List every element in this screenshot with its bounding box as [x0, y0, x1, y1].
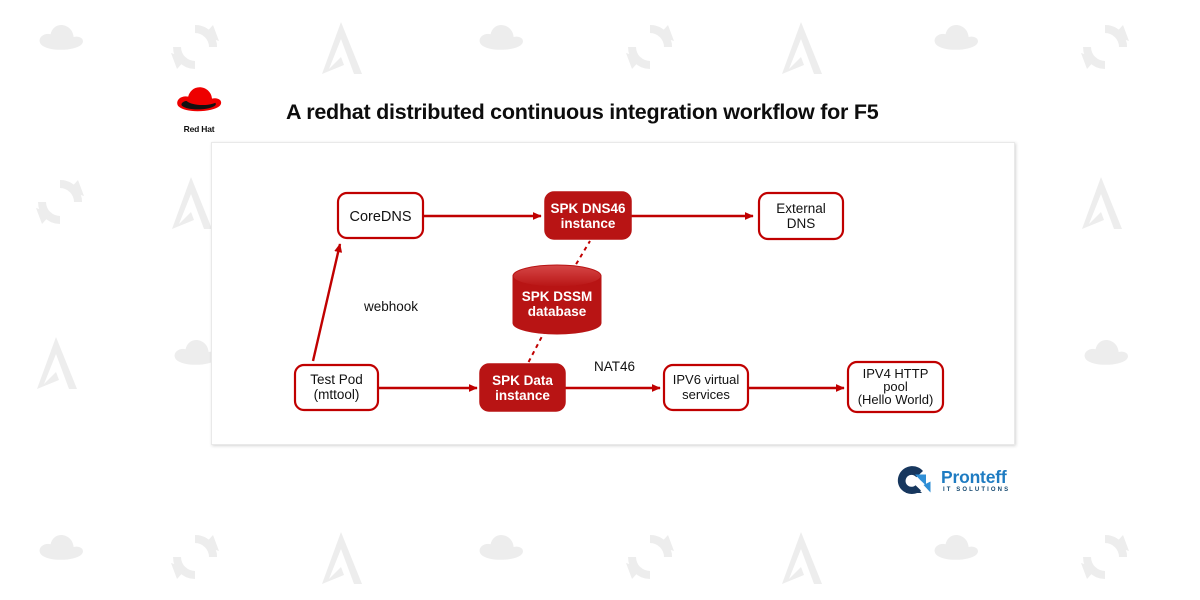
node-ipv6-virtual-services-shape — [662, 363, 750, 412]
node-spk-dssm-body — [512, 275, 602, 335]
node-ipv4-label-line3: (Hello World) — [858, 392, 934, 407]
node-external-dns[interactable]: External DNS — [757, 191, 845, 241]
node-spk-dssm-database[interactable]: SPK DSSM database — [512, 264, 602, 335]
ansible-a-watermark-icon — [1077, 174, 1125, 232]
red-hat-fedora-watermark-icon — [1077, 334, 1135, 380]
pronteff-hook-icon — [897, 466, 931, 494]
page-title: A redhat distributed continuous integrat… — [286, 100, 879, 124]
node-test-pod-label-line2: (mttool) — [314, 387, 360, 402]
pronteff-logo: Pronteff IT SOLUTIONS — [893, 462, 1015, 506]
openshift-sync-watermark-icon — [167, 529, 223, 585]
red-hat-fedora-icon — [177, 87, 222, 112]
node-spk-dns46-label-line2: instance — [561, 216, 616, 231]
edge-label-webhook: webhook — [363, 299, 418, 314]
edge-dssm-to-spk-dns46-dashed — [571, 240, 591, 272]
node-ipv4-http-pool[interactable]: IPV4 HTTP pool (Hello World) — [846, 360, 945, 414]
slide-header: Red Hat A redhat distributed continuous … — [0, 0, 1200, 145]
node-coredns-label: CoreDNS — [349, 209, 411, 225]
edge-testpod-to-coredns-webhook — [311, 243, 343, 362]
ansible-a-watermark-icon — [777, 529, 825, 587]
node-coredns[interactable]: CoreDNS — [336, 191, 425, 240]
openshift-sync-watermark-icon — [1077, 529, 1133, 585]
diagram-edge-labels: webhook NAT46 — [363, 299, 635, 374]
node-spk-data-instance[interactable]: SPK Data instance — [479, 363, 566, 412]
red-hat-fedora-watermark-icon — [927, 529, 985, 575]
red-hat-logo: Red Hat — [170, 82, 228, 134]
node-ipv6-label-line1: IPV6 virtual — [673, 372, 740, 387]
node-spk-data-label-line1: SPK Data — [492, 373, 553, 388]
ansible-a-watermark-icon — [167, 174, 215, 232]
node-ipv4-label-line1: IPV4 HTTP — [863, 366, 929, 381]
openshift-sync-watermark-icon — [32, 174, 88, 230]
node-test-pod-label-line1: Test Pod — [310, 372, 363, 387]
red-hat-fedora-watermark-icon — [472, 529, 530, 575]
red-hat-fedora-watermark-icon — [32, 529, 90, 575]
node-spk-dssm-label-line1: SPK DSSM — [522, 289, 593, 304]
node-spk-dssm-top — [512, 264, 602, 288]
node-spk-data-label-line2: instance — [495, 388, 550, 403]
red-hat-logo-text: Red Hat — [183, 124, 215, 134]
workflow-diagram: webhook NAT46 CoreDNS SPK DNS46 instance — [293, 191, 945, 414]
pronteff-logo-text: Pronteff — [941, 467, 1007, 487]
node-external-dns-label-line1: External — [776, 201, 826, 216]
node-ipv6-virtual-services[interactable]: IPV6 virtual services — [662, 363, 750, 412]
ansible-a-watermark-icon — [317, 529, 365, 587]
node-ipv6-label-line2: services — [682, 387, 730, 402]
node-spk-dns46-label-line1: SPK DNS46 — [550, 201, 626, 216]
edge-label-nat46: NAT46 — [594, 359, 635, 374]
node-external-dns-label-line2: DNS — [787, 216, 816, 231]
node-spk-dssm-label-line2: database — [528, 304, 587, 319]
node-test-pod[interactable]: Test Pod (mttool) — [293, 363, 380, 412]
node-spk-dns46-instance[interactable]: SPK DNS46 instance — [544, 191, 632, 240]
node-ipv4-label-line2: pool — [883, 379, 908, 394]
ansible-a-watermark-icon — [32, 334, 80, 392]
diagram-card: webhook NAT46 CoreDNS SPK DNS46 instance — [211, 142, 1015, 445]
pronteff-logo-tagline: IT SOLUTIONS — [943, 487, 1011, 493]
openshift-sync-watermark-icon — [622, 529, 678, 585]
